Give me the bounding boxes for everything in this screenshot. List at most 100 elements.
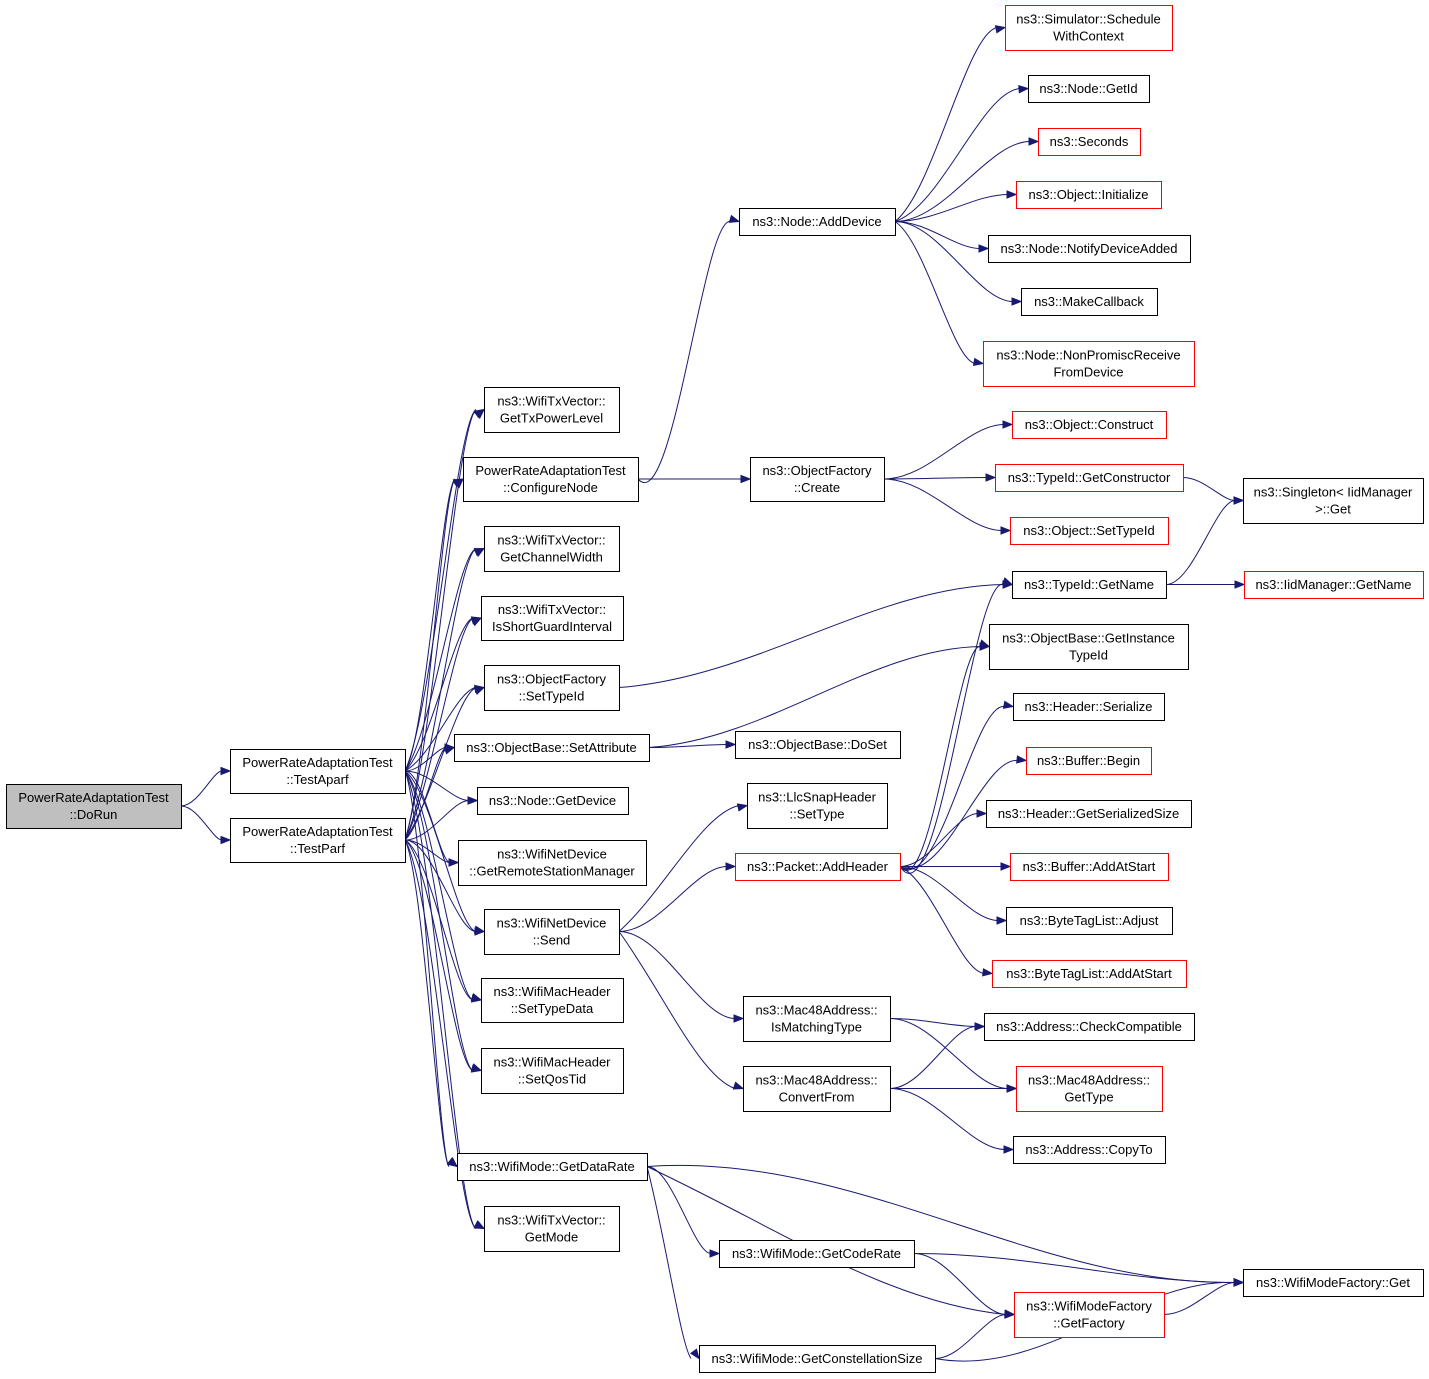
node-box bbox=[986, 800, 1192, 828]
graph-node-btladjust[interactable]: ns3::ByteTagList::Adjust bbox=[1006, 907, 1173, 935]
graph-node-of_create[interactable]: ns3::ObjectFactory::Create bbox=[750, 457, 885, 502]
node-box bbox=[484, 387, 620, 433]
node-label-line: ns3::WifiModeFactory bbox=[1026, 1299, 1152, 1314]
graph-node-adddevice[interactable]: ns3::Node::AddDevice bbox=[739, 208, 896, 236]
graph-node-singletonget[interactable]: ns3::Singleton< IidManager>::Get bbox=[1243, 478, 1424, 524]
graph-node-nodegetid[interactable]: ns3::Node::GetId bbox=[1028, 75, 1150, 103]
graph-node-getfactory[interactable]: ns3::WifiModeFactory::GetFactory bbox=[1014, 1292, 1165, 1338]
graph-node-getconstructor[interactable]: ns3::TypeId::GetConstructor bbox=[995, 464, 1184, 492]
node-label-line: ns3::ObjectBase::SetAttribute bbox=[466, 740, 637, 755]
node-box bbox=[1243, 1269, 1424, 1297]
graph-node-settypedata[interactable]: ns3::WifiMacHeader::SetTypeData bbox=[481, 978, 624, 1023]
node-label-line: ns3::ObjectFactory bbox=[762, 463, 872, 478]
graph-node-getdatarate[interactable]: ns3::WifiMode::GetDataRate bbox=[457, 1153, 648, 1181]
graph-node-getcoderate[interactable]: ns3::WifiMode::GetCodeRate bbox=[719, 1240, 915, 1268]
graph-node-setqostid[interactable]: ns3::WifiMacHeader::SetQosTid bbox=[481, 1048, 624, 1094]
graph-node-checkcompat[interactable]: ns3::Address::CheckCompatible bbox=[984, 1013, 1195, 1041]
graph-node-getdevice[interactable]: ns3::Node::GetDevice bbox=[477, 787, 629, 815]
node-box bbox=[719, 1240, 915, 1268]
graph-node-bufbegin[interactable]: ns3::Buffer::Begin bbox=[1026, 747, 1152, 775]
graph-node-getchannelwidth[interactable]: ns3::WifiTxVector::GetChannelWidth bbox=[484, 526, 620, 572]
call-edge-adddevice-to-nodegetid bbox=[894, 85, 1030, 222]
graph-node-llcsettype[interactable]: ns3::LlcSnapHeader::SetType bbox=[747, 783, 888, 829]
graph-node-ismatchingtype[interactable]: ns3::Mac48Address::IsMatchingType bbox=[743, 996, 891, 1042]
node-box bbox=[743, 996, 891, 1042]
node-box bbox=[989, 624, 1189, 670]
node-box bbox=[484, 526, 620, 572]
graph-node-copyto[interactable]: ns3::Address::CopyTo bbox=[1013, 1136, 1166, 1164]
node-box bbox=[984, 1013, 1195, 1041]
call-edge-getcoderate-to-wmfget bbox=[913, 1253, 1245, 1287]
node-label-line: ns3::ObjectBase::DoSet bbox=[748, 737, 887, 752]
graph-node-obj_settypeid[interactable]: ns3::Object::SetTypeId bbox=[1010, 517, 1169, 545]
graph-node-iidgetname[interactable]: ns3::IidManager::GetName bbox=[1244, 571, 1424, 599]
call-edge-dorun-to-testaparf bbox=[180, 766, 232, 807]
call-edge-testaparf-to-setqostid bbox=[404, 770, 483, 1072]
node-label-line: ::SetTypeData bbox=[511, 1001, 594, 1016]
node-box bbox=[983, 341, 1195, 387]
call-edge-adddevice-to-schedulectx bbox=[894, 25, 1007, 222]
call-edge-configurenode-to-adddevice bbox=[637, 214, 741, 483]
node-label-line: ns3::ByteTagList::Adjust bbox=[1020, 913, 1159, 928]
node-box bbox=[1013, 1136, 1166, 1164]
graph-node-gettxpower[interactable]: ns3::WifiTxVector::GetTxPowerLevel bbox=[484, 387, 620, 433]
node-label-line: ns3::Singleton< IidManager bbox=[1254, 485, 1413, 500]
node-box bbox=[1038, 128, 1141, 156]
node-label-line: ns3::WifiModeFactory::Get bbox=[1256, 1275, 1410, 1290]
call-edge-addheader-to-hdrgetsersize bbox=[899, 809, 988, 867]
node-label-line: ::TestParf bbox=[290, 841, 345, 856]
graph-node-of_settypeid[interactable]: ns3::ObjectFactory::SetTypeId bbox=[484, 665, 620, 711]
graph-node-hdrgetsersize[interactable]: ns3::Header::GetSerializedSize bbox=[986, 800, 1192, 828]
node-label-line: ns3::TypeId::GetConstructor bbox=[1008, 470, 1171, 485]
call-edge-dorun-to-testparf bbox=[180, 805, 232, 845]
node-label-line: ::SetQosTid bbox=[518, 1072, 586, 1087]
graph-node-getmode[interactable]: ns3::WifiTxVector::GetMode bbox=[484, 1206, 620, 1252]
call-edge-send-to-ismatchingtype bbox=[618, 931, 745, 1023]
graph-node-getrsm[interactable]: ns3::WifiNetDevice::GetRemoteStationMana… bbox=[458, 840, 647, 886]
graph-node-typeid_getname[interactable]: ns3::TypeId::GetName bbox=[1012, 571, 1167, 599]
node-label-line: ::DoRun bbox=[70, 807, 118, 822]
node-label-line: ns3::ByteTagList::AddAtStart bbox=[1006, 966, 1172, 981]
node-box bbox=[481, 596, 624, 641]
graph-node-btladdatstart[interactable]: ns3::ByteTagList::AddAtStart bbox=[992, 960, 1187, 988]
node-label-line: ns3::WifiTxVector:: bbox=[497, 1213, 605, 1228]
graph-node-addheader[interactable]: ns3::Packet::AddHeader bbox=[735, 853, 901, 881]
graph-node-getconstsize[interactable]: ns3::WifiMode::GetConstellationSize bbox=[699, 1345, 936, 1373]
graph-node-dorun[interactable]: PowerRateAdaptationTest::DoRun bbox=[6, 784, 182, 829]
call-edge-setattribute-to-doset bbox=[648, 740, 737, 749]
graph-node-seconds[interactable]: ns3::Seconds bbox=[1038, 128, 1141, 156]
node-label-line: ::GetFactory bbox=[1053, 1316, 1125, 1331]
graph-node-setattribute[interactable]: ns3::ObjectBase::SetAttribute bbox=[454, 734, 650, 762]
graph-node-notifydevadded[interactable]: ns3::Node::NotifyDeviceAdded bbox=[988, 235, 1191, 263]
graph-node-testaparf[interactable]: PowerRateAdaptationTest::TestAparf bbox=[230, 749, 406, 794]
graph-node-objinit[interactable]: ns3::Object::Initialize bbox=[1016, 181, 1162, 209]
graph-node-wmfget[interactable]: ns3::WifiModeFactory::Get bbox=[1243, 1269, 1424, 1297]
graph-node-doset[interactable]: ns3::ObjectBase::DoSet bbox=[735, 731, 901, 759]
graph-node-configurenode[interactable]: PowerRateAdaptationTest::ConfigureNode bbox=[463, 457, 639, 502]
graph-node-macgettype[interactable]: ns3::Mac48Address::GetType bbox=[1016, 1066, 1163, 1112]
call-edge-adddevice-to-makecallback bbox=[894, 221, 1023, 306]
call-edge-convertfrom-to-macgettype bbox=[890, 1084, 1018, 1093]
graph-node-bufaddatstart[interactable]: ns3::Buffer::AddAtStart bbox=[1010, 853, 1169, 881]
call-edge-addheader-to-bufbegin bbox=[899, 755, 1028, 870]
graph-node-isshortgi[interactable]: ns3::WifiTxVector::IsShortGuardInterval bbox=[481, 596, 624, 641]
node-label-line: ns3::WifiMacHeader bbox=[493, 984, 611, 999]
node-label-line: ConvertFrom bbox=[779, 1090, 855, 1105]
graph-node-objconstruct[interactable]: ns3::Object::Construct bbox=[1012, 411, 1167, 439]
node-box bbox=[735, 731, 901, 759]
graph-node-hdrserialize[interactable]: ns3::Header::Serialize bbox=[1013, 693, 1165, 721]
graph-node-send[interactable]: ns3::WifiNetDevice::Send bbox=[484, 909, 620, 955]
graph-node-makecallback[interactable]: ns3::MakeCallback bbox=[1021, 288, 1158, 316]
node-label-line: ns3::ObjectFactory bbox=[497, 672, 607, 687]
graph-node-testparf[interactable]: PowerRateAdaptationTest::TestParf bbox=[230, 818, 406, 863]
call-edge-convertfrom-to-copyto bbox=[889, 1088, 1015, 1154]
node-box bbox=[6, 784, 182, 829]
node-box bbox=[484, 665, 620, 711]
node-box bbox=[699, 1345, 936, 1373]
node-label-line: ns3::Object::Initialize bbox=[1029, 187, 1149, 202]
graph-node-convertfrom[interactable]: ns3::Mac48Address::ConvertFrom bbox=[743, 1066, 891, 1112]
